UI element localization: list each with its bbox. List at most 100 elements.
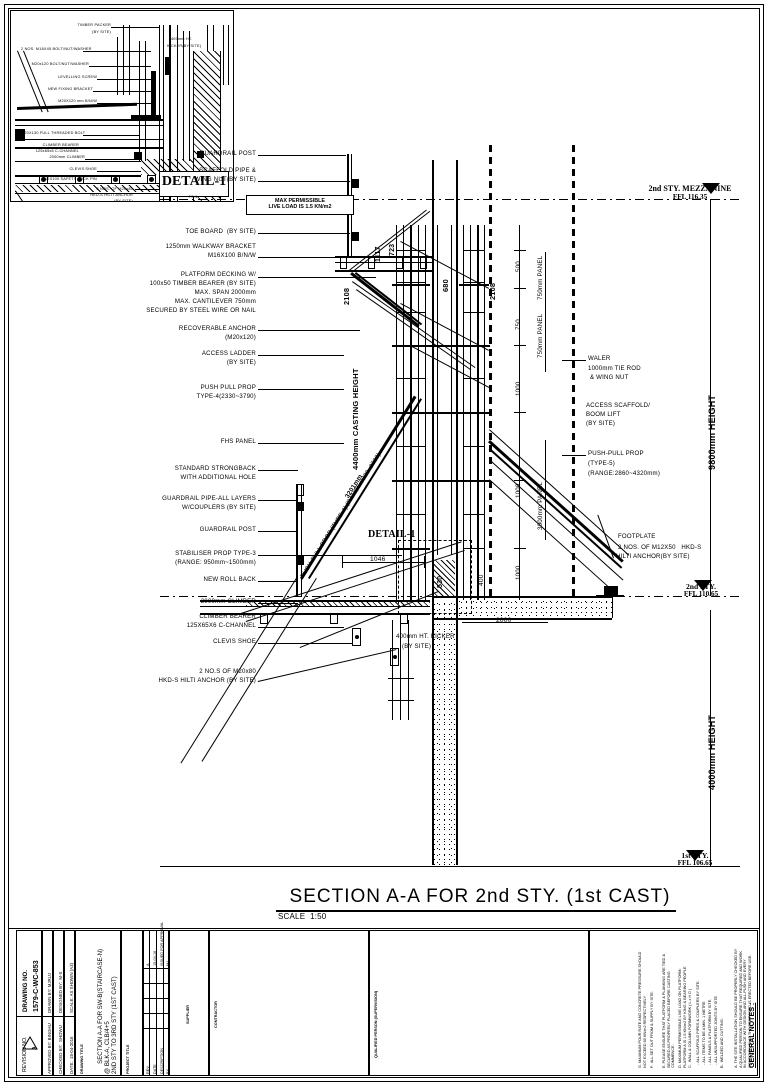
detail-leader: [93, 91, 153, 92]
tie-rod: [410, 480, 490, 482]
rev-row-divider: [143, 1013, 169, 1014]
climber-bolt: [400, 613, 408, 624]
lower-horizontal-tie: [388, 700, 414, 701]
ladder-rail: [437, 225, 438, 555]
callout-recoverable-anchor-2: (M20x120): [225, 334, 256, 341]
detail-fitting: [131, 115, 161, 121]
signoff-cell: [53, 930, 64, 1076]
detail-label-anchor-sub: (BY SITE): [114, 199, 133, 202]
rev-col-divider: [149, 930, 150, 1076]
dim-2108-a: 2108: [342, 287, 351, 305]
deck-bolt: [396, 257, 403, 269]
detail-bolt: [111, 175, 120, 184]
detail-bolt-dot: [113, 177, 118, 182]
callout-kicker-1: 400mm HT. KICKER: [396, 633, 455, 640]
callout-waler-2: 1000mm TIE ROD: [588, 365, 641, 372]
callout-waler-3: & WING NUT: [590, 374, 629, 381]
dim-ext: [342, 556, 343, 568]
callout-access-ladder-2: (BY SITE): [226, 359, 256, 366]
dim-tick: [514, 345, 526, 346]
dim-680: 680: [441, 279, 450, 292]
sheet-scale: SCALE 1:50: [278, 912, 327, 921]
platform-deck-bottom: [335, 270, 433, 272]
dim-1117: 1117: [375, 246, 382, 262]
panel-tick: [463, 282, 485, 283]
clevis-pin: [355, 635, 359, 639]
dim-400: 400: [478, 574, 485, 586]
guardrail-coupler: [296, 556, 304, 565]
callout-push-pull-prop5-1: PUSH-PULL PROP: [588, 450, 644, 457]
leader-line: [258, 603, 298, 604]
callout-guardrail-post-top: GUARDRAIL POST: [199, 150, 256, 157]
detail-label-m20x120: M20X120 mm B/N/W: [58, 99, 97, 103]
callout-stabiliser-prop-2: (RANGE: 950mm~1500mm): [175, 559, 256, 566]
leader-line: [258, 627, 344, 628]
rev-header-description: DESCRIPTION: [160, 1048, 164, 1074]
dim-panel-750-a: 750mm PANEL: [537, 255, 544, 300]
callout-stabiliser-prop-1: STABILISER PROP TYPE-3: [175, 550, 256, 557]
detail-fitting: [15, 129, 25, 141]
general-notes-item-4: - ALL ITEMS TO BE A MIN. 1 METRE: [702, 1001, 706, 1068]
dim-panel-ext: [545, 252, 546, 312]
detail-panel-line: [228, 25, 229, 85]
grid-dashed-line-right: [572, 145, 576, 600]
deck-bolt: [340, 257, 347, 269]
dim-panel-ext: [545, 312, 546, 372]
max-live-load-line2: LIVE LOAD IS 1.5 KN/m2: [268, 204, 332, 210]
tie-rod: [410, 412, 490, 414]
dim-panel-ext: [545, 440, 546, 540]
callout-climber-2000: 2000mm CLIMBER: [200, 598, 256, 605]
general-notes-item-0: A. THE SITE INSTALLATION SHOULD BE PROPE…: [734, 948, 753, 1068]
detail-label-timber-packer: TIMBER PACKER: [77, 23, 111, 27]
wall-face-right: [456, 160, 458, 865]
detail-1-tag-label: DETAIL-1: [161, 174, 227, 189]
detail-panel-line: [159, 25, 160, 201]
general-notes-item-9: F. ALL SET OUT FROM & SUPPLY BY SITE.: [650, 991, 654, 1068]
max-live-load-note: MAX PERMISSIBLE LIVE LOAD IS 1.5 KN/m2: [246, 195, 354, 215]
callout-strongback-1: STANDARD STRONGBACK: [174, 465, 256, 472]
datum-line-1st-storey: [160, 866, 740, 867]
dim-overall-upper: 9800mm HEIGHT: [707, 394, 717, 470]
general-notes-item-5: - ALL SCAFFOLD PIPES & COUPLERS BY SITE.: [696, 980, 700, 1068]
dim-chain-750: 750: [515, 319, 522, 330]
sheet-title: SECTION A-A FOR 2nd STY. (1st CAST): [289, 886, 671, 907]
detail-label-safety-lock-pin: M12X100 SAFETY LOCK PIN: [41, 177, 97, 181]
dim-1046: 1046: [370, 556, 386, 563]
leader-line: [258, 581, 298, 582]
detail-leader: [79, 147, 139, 148]
detail-leader: [97, 103, 153, 104]
detail-panel-line: [189, 31, 190, 161]
drawing-title-label: DRAWING TITLE: [80, 1044, 84, 1074]
waler-bar: [392, 548, 430, 551]
dim-chain-1000b: 1000: [515, 483, 522, 498]
dim-ext: [424, 556, 425, 568]
detail-fitting: [151, 71, 156, 117]
level-marker-1st-triangle: [686, 850, 704, 861]
detail-label-m20-bolt: M20x120 BOLT/NUT/WASHER: [31, 62, 89, 66]
rev-row-divider: [143, 983, 169, 984]
rev-row-description: ISSUED FOR APPROVAL: [160, 921, 164, 966]
drawing-no-label: DRAWING NO.: [22, 970, 29, 1012]
leader-line: [258, 470, 298, 471]
lower-vertical-member: [392, 620, 393, 720]
signoff-cell: [64, 930, 75, 1076]
panel-tick: [463, 312, 485, 313]
general-notes-item-3: - ALL PANELS & PLATFORM BY SITE.: [708, 998, 712, 1068]
detail-1-callout-boundary: [398, 540, 472, 614]
dim-chain-1000c: 1000: [515, 565, 522, 580]
slab-bottom-line: [432, 618, 612, 620]
detail-fitting: [165, 57, 169, 75]
detail-panel-line: [163, 25, 164, 201]
dim-2000-line: [462, 622, 548, 623]
callout-fhs-panel: FHS PANEL: [220, 438, 256, 445]
detail-panel-line: [129, 25, 130, 95]
detail-1-tag: DETAIL-1: [159, 171, 229, 197]
rev-header-date: DATE: [153, 1064, 157, 1074]
detail-label-climber: 2000mm CLIMBER: [49, 155, 85, 159]
detail-leader: [97, 171, 141, 172]
concrete-fill-wall: [434, 600, 455, 865]
detail-bolt: [147, 175, 156, 184]
level-marker-mezzanine-ffl: FFL 116.35: [672, 193, 708, 201]
leader-line: [258, 330, 360, 331]
